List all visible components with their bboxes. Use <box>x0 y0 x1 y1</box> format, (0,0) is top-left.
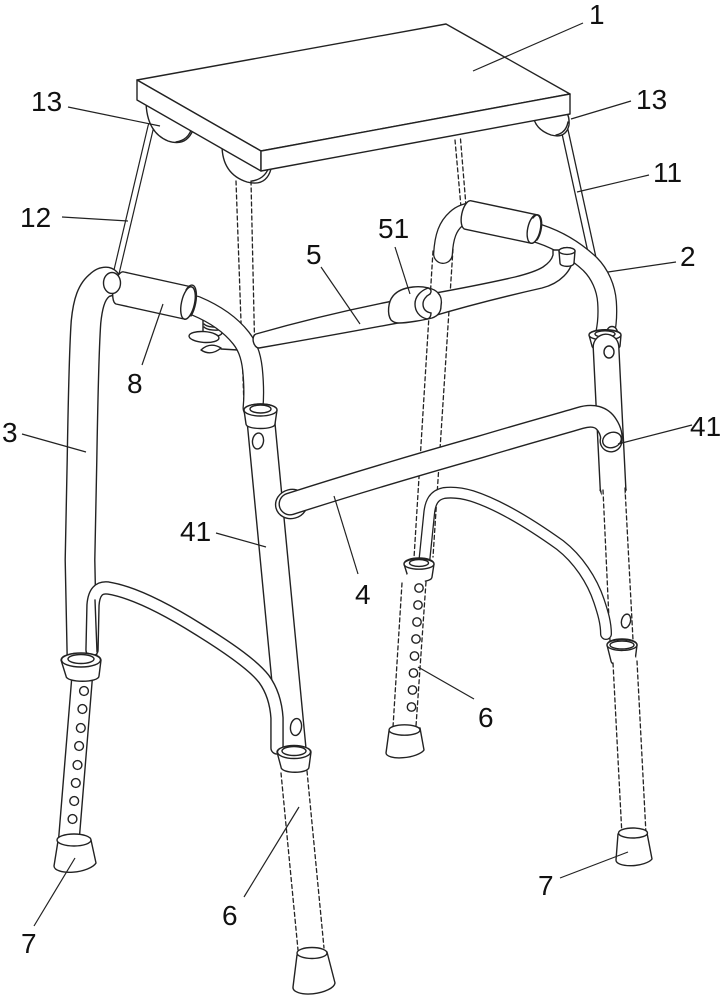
svg-text:4: 4 <box>355 579 371 610</box>
svg-text:6: 6 <box>222 900 238 931</box>
svg-text:12: 12 <box>20 202 51 233</box>
svg-text:41: 41 <box>690 411 721 442</box>
svg-text:6: 6 <box>478 702 494 733</box>
svg-text:41: 41 <box>180 516 211 547</box>
svg-text:3: 3 <box>2 417 18 448</box>
svg-text:2: 2 <box>680 241 696 272</box>
svg-text:5: 5 <box>306 239 322 270</box>
svg-text:8: 8 <box>127 368 143 399</box>
svg-text:7: 7 <box>538 870 554 901</box>
svg-text:7: 7 <box>21 928 37 959</box>
svg-text:1: 1 <box>589 0 605 30</box>
svg-text:13: 13 <box>31 86 62 117</box>
svg-text:51: 51 <box>378 213 409 244</box>
svg-text:13: 13 <box>636 84 667 115</box>
svg-text:11: 11 <box>653 157 682 188</box>
